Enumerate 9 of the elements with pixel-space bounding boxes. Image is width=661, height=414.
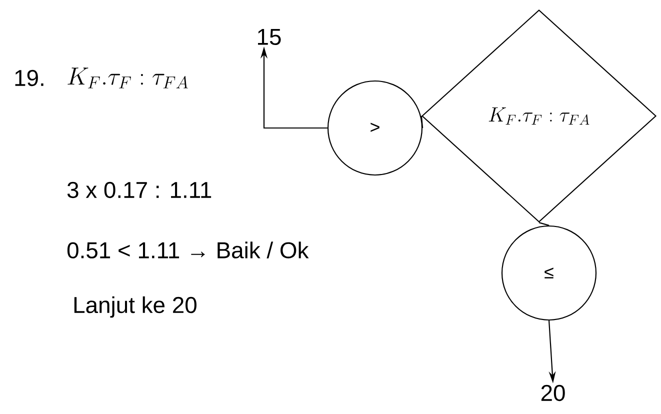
step-text: 3 x 0.17 : 1.11	[67, 182, 212, 198]
step-number: 20	[541, 384, 565, 402]
step-number: 15	[258, 29, 281, 45]
connector-line	[538, 222, 550, 226]
step-text: 19.	[15, 70, 44, 86]
step-text: Lanjut ke 20	[74, 296, 196, 318]
connector-line	[420, 116, 424, 128]
formula: $K_{F}.\tau_{F} : \tau_{FA}$	[68, 68, 188, 88]
step-text: 0.51 < 1.11 → Baik / Ok	[67, 242, 309, 258]
